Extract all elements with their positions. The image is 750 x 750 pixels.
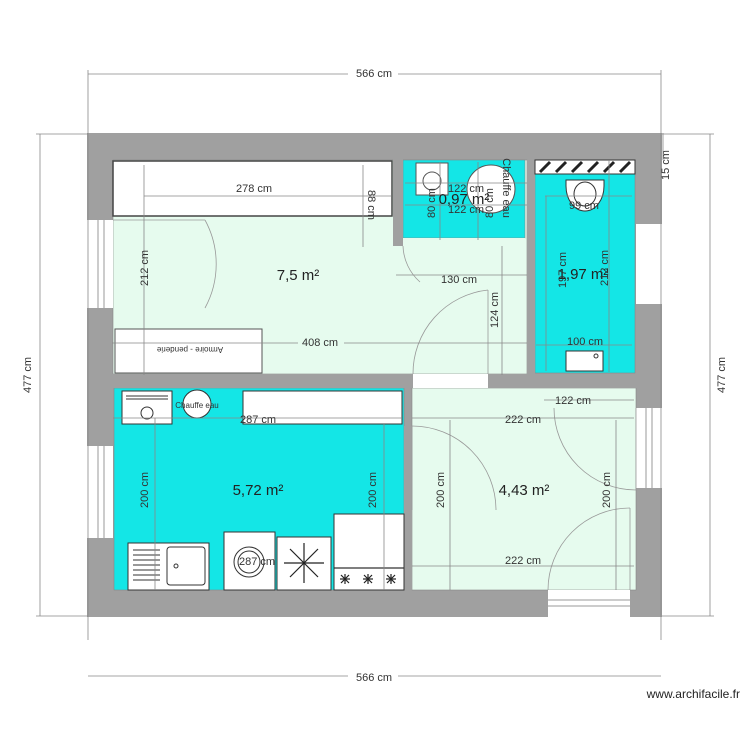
door-living-top <box>553 407 637 491</box>
kitchen-area: 5,72 m² <box>233 482 284 499</box>
shower-dim-width: 99 cm <box>569 200 599 212</box>
window-left-top <box>87 220 113 308</box>
kitchen-dim-bottom: 287 cm <box>239 556 275 568</box>
watermark: www.archifacile.fr <box>646 687 740 701</box>
kitchen-dim-right: 200 cm <box>367 472 379 508</box>
small-wc-inner <box>403 238 525 246</box>
wc-heater <box>466 164 516 214</box>
wall-wc-top <box>393 133 403 246</box>
dim-width-top: 566 cm <box>356 68 392 80</box>
living-floor <box>411 387 637 591</box>
shower-dim-total: 212 cm <box>599 250 611 286</box>
bedroom-shelf <box>112 160 393 217</box>
bedroom-dim-height: 212 cm <box>139 250 151 286</box>
bedroom-area: 7,5 m² <box>277 267 320 284</box>
small-wc-heater-label: Chauffe eau <box>500 158 512 218</box>
shower-dim-sink: 100 cm <box>567 336 603 348</box>
kitchen-sink <box>127 542 210 591</box>
kitchen-dim-left: 200 cm <box>139 472 151 508</box>
wall-mid-left <box>87 374 413 388</box>
living-dim-right: 200 cm <box>601 472 613 508</box>
window-left-bottom <box>87 446 113 538</box>
cooktop-icon <box>334 567 404 584</box>
kitchen-counter-top <box>242 390 403 425</box>
living-dim-door: 122 cm <box>555 395 591 407</box>
door-kitchen <box>411 425 497 511</box>
small-wc-area: 0,97 m² <box>439 191 490 208</box>
dim-width-bottom: 566 cm <box>356 672 392 684</box>
kitchen-heater-label: Chauffe eau <box>175 401 218 410</box>
small-wc-dim-right: 80 cm <box>484 188 496 218</box>
kitchen-dim-width: 287 cm <box>240 414 276 426</box>
dim-wall-thickness: 15 cm <box>660 150 672 180</box>
door-gap-mid <box>413 374 488 388</box>
shower-area: 1,97 m² <box>558 266 609 283</box>
wc-sink-basin <box>422 171 442 191</box>
door-living-bottom <box>547 507 631 591</box>
shower-hatch <box>534 159 636 175</box>
shower-dim-height: 197 cm <box>557 252 569 288</box>
wall-kitchen-living <box>404 426 412 590</box>
dim-height-right: 477 cm <box>716 357 728 393</box>
door-bedroom-bottom <box>412 289 489 375</box>
window-right-bottom <box>636 408 662 488</box>
small-wc-dim-top: 122 cm <box>448 183 484 195</box>
toilet-icon <box>565 179 605 212</box>
window-bottom <box>548 590 630 617</box>
bedroom-dim-recess: 124 cm <box>489 292 501 328</box>
bedroom-dim-door: 130 cm <box>441 274 477 286</box>
living-dim-width-bottom: 222 cm <box>505 555 541 567</box>
small-wc-dim-bottom: 122 cm <box>448 204 484 216</box>
bedroom-dim-width: 278 cm <box>236 183 272 195</box>
living-dim-width-top: 222 cm <box>505 414 541 426</box>
wardrobe <box>114 328 263 374</box>
bedroom-dim-total: 408 cm <box>302 337 338 349</box>
door-bedroom-left <box>113 219 217 309</box>
small-wc-dim-left: 80 cm <box>426 188 438 218</box>
living-dim-left: 200 cm <box>435 472 447 508</box>
dim-height-left: 477 cm <box>22 357 34 393</box>
door-wc <box>402 245 421 283</box>
living-area: 4,43 m² <box>499 482 550 499</box>
wall-mid-right <box>488 374 662 388</box>
window-right-top <box>636 224 662 304</box>
bedroom-dim-shelf: 88 cm <box>365 190 377 220</box>
wardrobe-label: Armoire - penderie <box>156 345 223 354</box>
wall-shower <box>527 160 535 374</box>
